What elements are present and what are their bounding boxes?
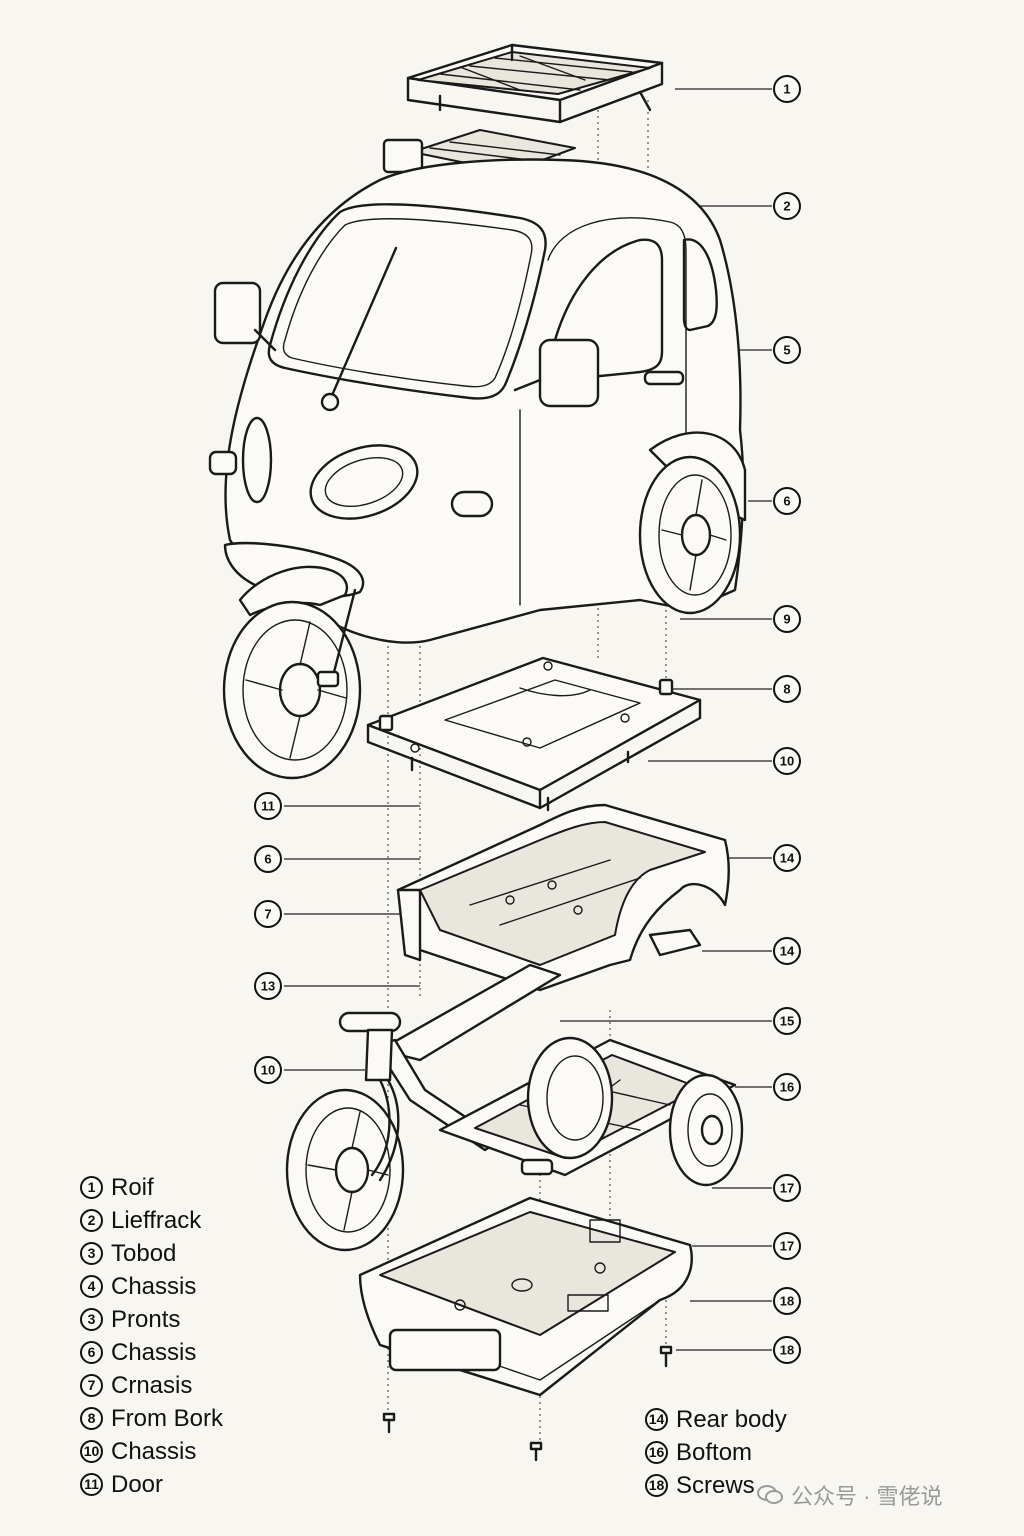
legend-number: 11 xyxy=(80,1473,103,1496)
svg-text:5: 5 xyxy=(783,343,790,358)
legend-label: Crnasis xyxy=(111,1372,193,1399)
callout-16: 16 xyxy=(773,1073,801,1101)
side-mirrors xyxy=(213,281,600,408)
svg-text:17: 17 xyxy=(780,1181,794,1196)
legend-right: 14 Rear body 16 Boftom 18 Screws xyxy=(645,1403,787,1502)
svg-text:9: 9 xyxy=(783,612,790,627)
legend-item: 3 Tobod xyxy=(80,1237,223,1270)
svg-text:1: 1 xyxy=(783,82,790,97)
legend-item: 14 Rear body xyxy=(645,1403,787,1436)
svg-text:10: 10 xyxy=(261,1063,275,1078)
svg-text:6: 6 xyxy=(264,852,271,867)
legend-number: 14 xyxy=(645,1408,668,1431)
car-front-wheel xyxy=(222,565,362,780)
legend-number: 18 xyxy=(645,1474,668,1497)
car-body xyxy=(208,158,745,644)
wechat-icon xyxy=(757,1484,783,1506)
svg-text:10: 10 xyxy=(780,754,794,769)
svg-text:8: 8 xyxy=(783,682,790,697)
legend-number: 10 xyxy=(80,1440,103,1463)
floor-panel xyxy=(366,656,702,812)
legend-label: Pronts xyxy=(111,1306,181,1333)
legend-number: 2 xyxy=(80,1209,103,1232)
callout-5: 5 xyxy=(773,336,801,364)
callout-14-lower: 14 xyxy=(773,937,801,965)
callout-1: 1 xyxy=(773,75,801,103)
callout-14-upper: 14 xyxy=(773,844,801,872)
roof-rack xyxy=(406,43,664,124)
bottom-tray xyxy=(358,1196,693,1397)
svg-text:15: 15 xyxy=(780,1014,794,1029)
callout-6-left: 6 xyxy=(254,845,282,873)
legend-number: 3 xyxy=(80,1242,103,1265)
legend-number: 1 xyxy=(80,1176,103,1199)
legend-label: Tobod xyxy=(111,1240,177,1267)
callout-18-upper: 18 xyxy=(773,1287,801,1315)
legend-item: 18 Screws xyxy=(645,1469,787,1502)
callout-6-car: 6 xyxy=(773,487,801,515)
callout-2: 2 xyxy=(773,192,801,220)
legend-number: 6 xyxy=(80,1341,103,1364)
legend-item: 2 Lieffrack xyxy=(80,1204,223,1237)
svg-text:18: 18 xyxy=(780,1343,794,1358)
legend-item: 8 From Bork xyxy=(80,1402,223,1435)
svg-text:14: 14 xyxy=(780,851,795,866)
callout-layer: 1 2 5 6 9 8 10 11 6 14 7 14 13 15 10 16 … xyxy=(254,75,801,1364)
legend-label: Roif xyxy=(111,1174,154,1201)
callout-8: 8 xyxy=(773,675,801,703)
legend-item: 16 Boftom xyxy=(645,1436,787,1469)
callout-17-upper: 17 xyxy=(773,1174,801,1202)
car-rear-wheel xyxy=(638,431,747,615)
legend-item: 10 Chassis xyxy=(80,1435,223,1468)
watermark-text: 公众号 · 雪佬说 xyxy=(791,1484,943,1509)
svg-text:18: 18 xyxy=(780,1294,794,1309)
svg-text:16: 16 xyxy=(780,1080,794,1095)
watermark: 公众号 · 雪佬说 xyxy=(757,1475,1007,1515)
legend-label: From Bork xyxy=(111,1405,224,1432)
legend-number: 8 xyxy=(80,1407,103,1430)
callout-11: 11 xyxy=(254,792,282,820)
legend-label: Chassis xyxy=(111,1339,197,1366)
callout-18-lower: 18 xyxy=(773,1336,801,1364)
legend-number: 7 xyxy=(80,1374,103,1397)
legend-number: 16 xyxy=(645,1441,668,1464)
legend-label: Rear body xyxy=(676,1406,787,1433)
legend-item: 6 Chassis xyxy=(80,1336,223,1369)
legend-label: Door xyxy=(111,1471,164,1498)
svg-text:6: 6 xyxy=(783,494,790,509)
svg-text:7: 7 xyxy=(264,907,271,922)
svg-text:17: 17 xyxy=(780,1239,794,1254)
legend-number: 3 xyxy=(80,1308,103,1331)
legend-label: Screws xyxy=(676,1472,755,1499)
legend-item: 7 Crnasis xyxy=(80,1369,223,1402)
legend-item: 3 Pronts xyxy=(80,1303,223,1336)
legend-item: 11 Door xyxy=(80,1468,223,1501)
svg-text:2: 2 xyxy=(783,199,790,214)
callout-17-lower: 17 xyxy=(773,1232,801,1260)
rear-body-tub xyxy=(396,803,730,992)
callout-13: 13 xyxy=(254,972,282,1000)
callout-10-left: 10 xyxy=(254,1056,282,1084)
svg-text:11: 11 xyxy=(261,799,275,814)
legend-label: Lieffrack xyxy=(111,1207,202,1234)
svg-text:13: 13 xyxy=(261,979,275,994)
callout-7: 7 xyxy=(254,900,282,928)
callout-10-floor: 10 xyxy=(773,747,801,775)
callout-9: 9 xyxy=(773,605,801,633)
legend-label: Chassis xyxy=(111,1438,197,1465)
callout-15: 15 xyxy=(773,1007,801,1035)
svg-text:14: 14 xyxy=(780,944,795,959)
legend-item: 4 Chassis xyxy=(80,1270,223,1303)
leader-lines xyxy=(284,88,772,1351)
chassis-frame xyxy=(338,963,744,1187)
legend-label: Chassis xyxy=(111,1273,197,1300)
chassis-front-wheel xyxy=(285,1078,405,1252)
legend-item: 1 Roif xyxy=(80,1171,223,1204)
legend-label: Boftom xyxy=(676,1439,753,1466)
legend-number: 4 xyxy=(80,1275,103,1298)
screws xyxy=(382,1345,673,1462)
